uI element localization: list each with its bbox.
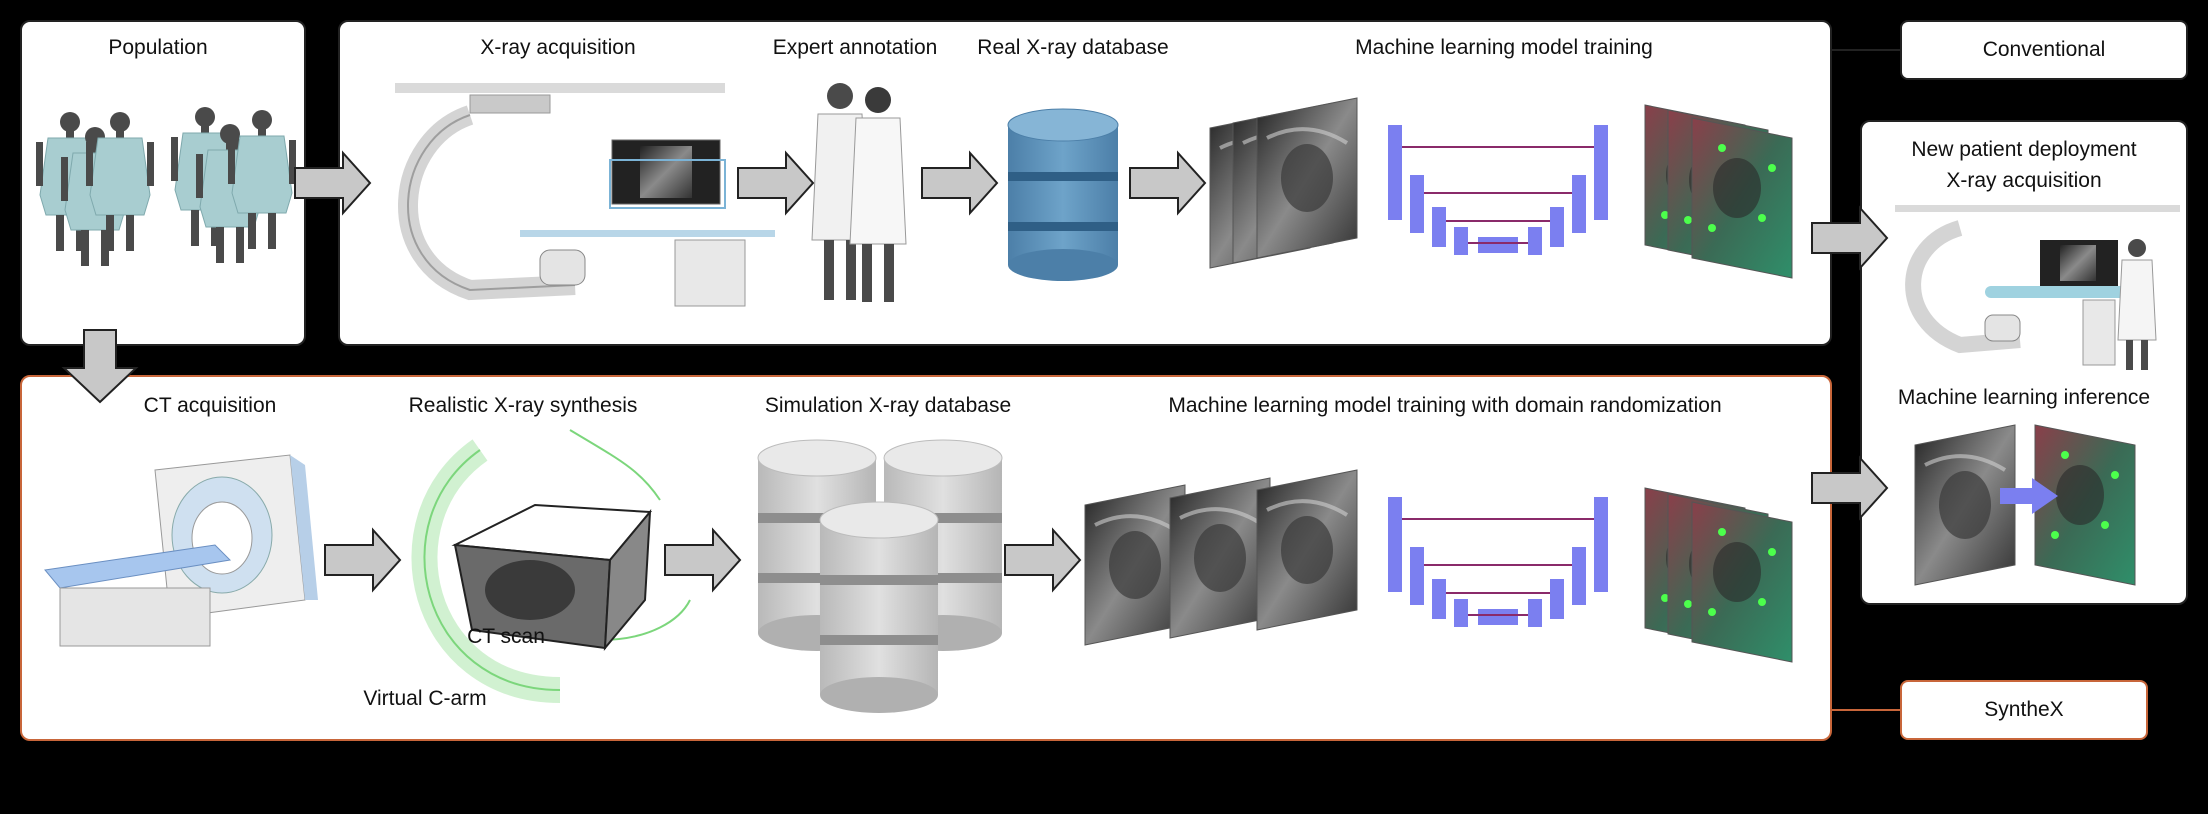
label-deployment-xray: X-ray acquisition: [1946, 169, 2102, 192]
inference-images: [1913, 423, 2136, 587]
training-xray-stack-bottom: [1083, 468, 1359, 647]
arrow-simdb-to-training: [1004, 529, 1081, 591]
conventional-tag: [1900, 20, 2188, 80]
unet-bottom: [1387, 496, 1609, 628]
label-xray-synthesis: Realistic X-ray synthesis: [408, 394, 638, 417]
population-group-left: [35, 111, 155, 267]
real-xray-database: [1007, 108, 1119, 281]
label-simulation-database: Simulation X-ray database: [764, 394, 1012, 417]
label-population: Population: [108, 36, 208, 59]
arrow-ct-to-synthesis: [324, 529, 401, 591]
label-xray-acquisition: X-ray acquisition: [480, 36, 636, 59]
arrow-synthex-to-deploy: [1811, 457, 1888, 519]
label-ct-acquisition: CT acquisition: [143, 394, 277, 417]
population-group-right: [170, 106, 297, 264]
carm-illustration: [395, 83, 775, 307]
label-conventional: Conventional: [1982, 38, 2106, 61]
arrow-annotation-to-db: [921, 152, 998, 214]
unet-top: [1387, 124, 1609, 256]
expert-annotators: [811, 83, 907, 302]
label-synthex: SyntheX: [1984, 698, 2064, 721]
synthex-tag: [1900, 680, 2148, 740]
label-expert-annotation: Expert annotation: [772, 36, 938, 59]
segmentation-stack-bottom: [1644, 487, 1793, 663]
label-real-xray-database: Real X-ray database: [977, 36, 1169, 59]
label-ml-inference: Machine learning inference: [1897, 386, 2151, 409]
arrow-xray-to-annotation: [737, 152, 814, 214]
deployment-carm: [1895, 205, 2180, 370]
label-ct-scan: CT scan: [467, 625, 545, 648]
label-ml-training: Machine learning model training: [1355, 36, 1653, 59]
ct-volume: [451, 503, 653, 651]
arrow-synthesis-to-simdb: [664, 529, 741, 591]
arrow-db-to-training: [1129, 152, 1206, 214]
training-xray-stack-top: [1208, 96, 1359, 270]
arrow-conventional-to-deploy: [1811, 207, 1888, 269]
arrow-population-down: [61, 329, 139, 404]
label-ml-training-dr: Machine learning model training with dom…: [1168, 394, 1722, 417]
virtual-carm: [411, 429, 691, 703]
label-deployment-title: New patient deployment: [1911, 138, 2137, 161]
simulation-xray-database: [757, 439, 1003, 714]
segmentation-stack-top: [1644, 104, 1793, 279]
label-virtual-carm: Virtual C-arm: [363, 687, 487, 710]
arrow-population-to-xray: [294, 152, 371, 214]
ct-scanner: [44, 454, 318, 647]
